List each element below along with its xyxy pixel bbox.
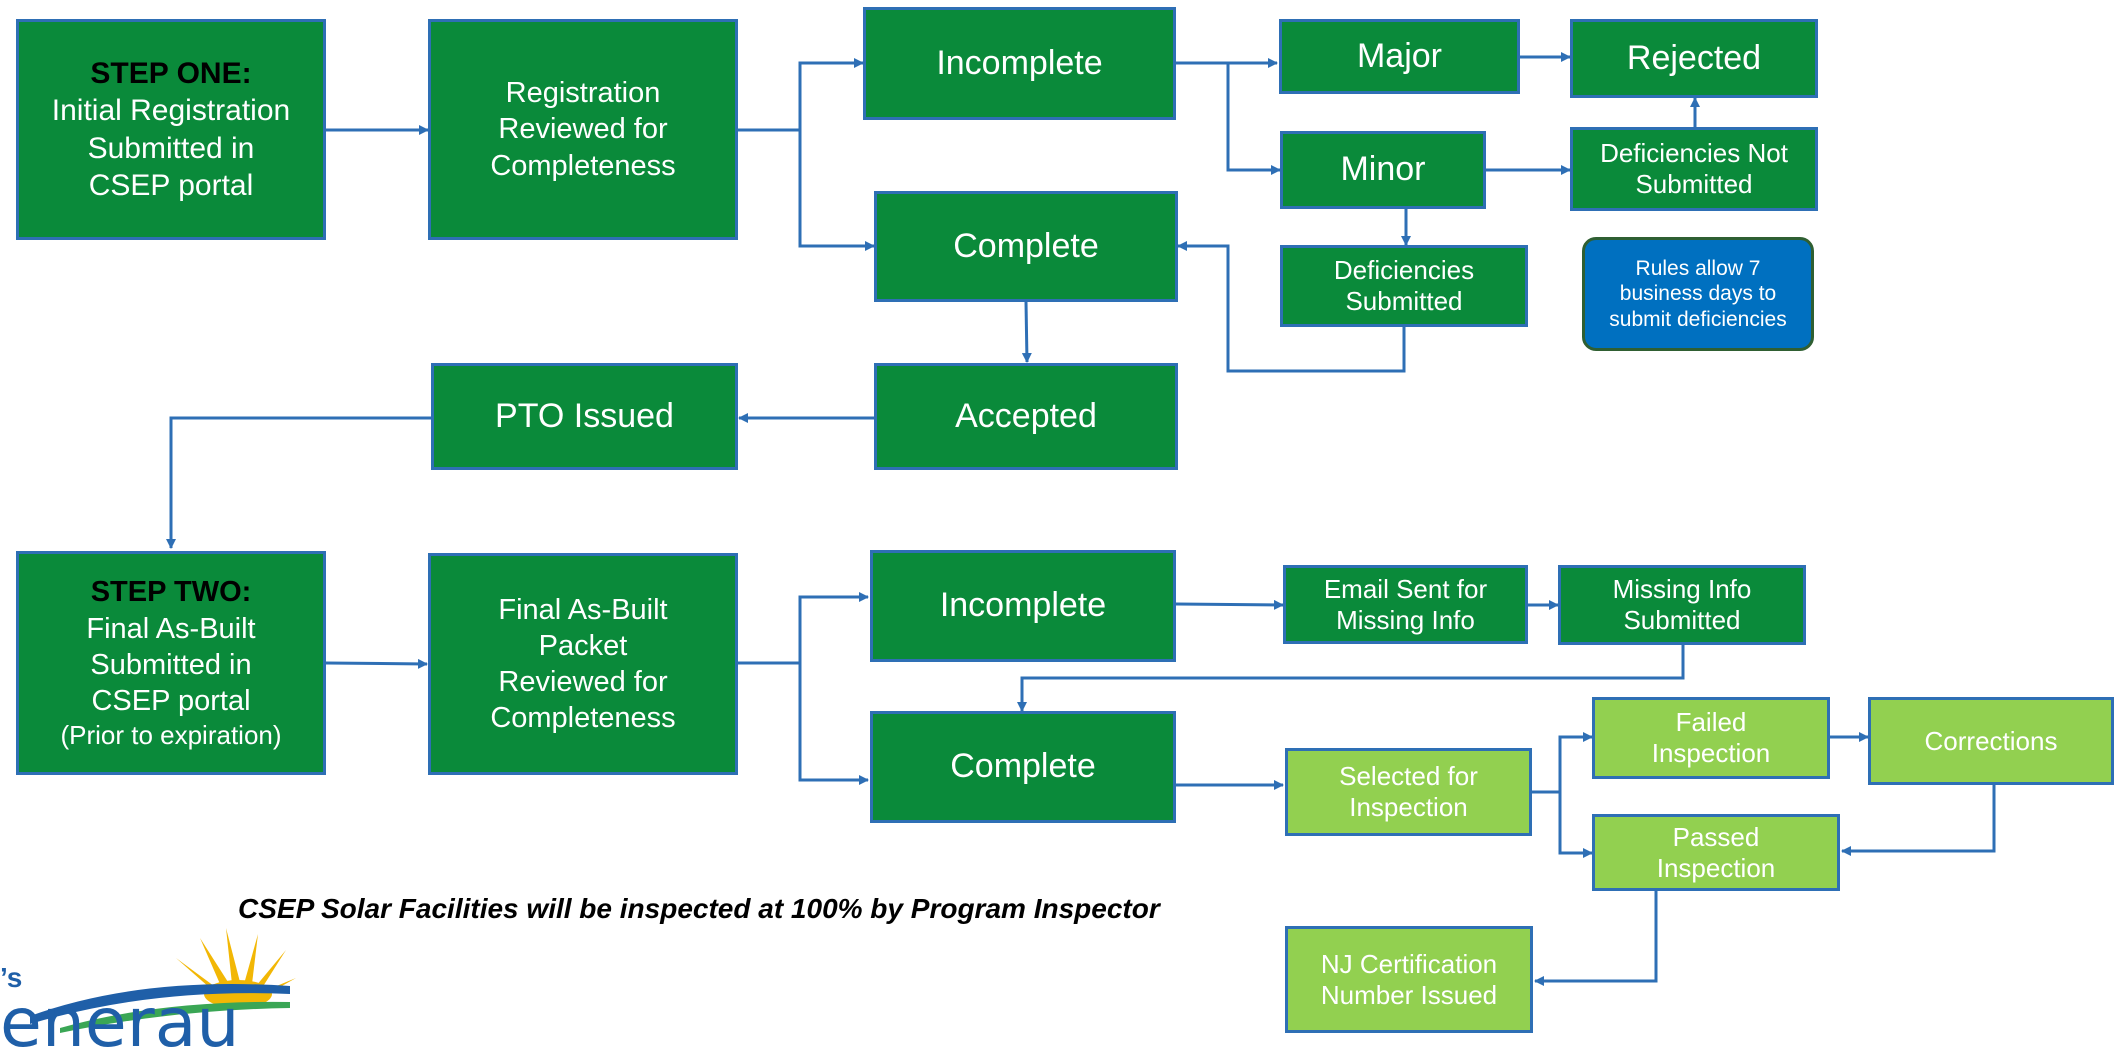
- complete-box-1: Complete: [874, 191, 1178, 302]
- arrow-incomplete2-to-email: [1175, 599, 1284, 610]
- arrow-selected-to-passed: [1558, 792, 1593, 858]
- pto-issued-box: PTO Issued: [431, 363, 738, 470]
- rules-note-box: Rules allow 7 business days to submit de…: [1582, 237, 1814, 351]
- arrow-packet-to-complete2: [798, 663, 869, 785]
- step-two-line-1: Final As-Built: [86, 612, 256, 645]
- arrow-passed-to-certification: [1534, 891, 1658, 986]
- rejected-label: Rejected: [1626, 38, 1762, 77]
- arrow-missinginfo-to-complete2: [1017, 645, 1685, 712]
- deficiencies-not-submitted-box: Deficiencies Not Submitted: [1570, 127, 1818, 211]
- step-two-box: STEP TWO: Final As-Built Submitted in CS…: [16, 551, 326, 775]
- arrow-review-to-incomplete1: [738, 58, 864, 132]
- final-packet-reviewed-box: Final As-Built Packet Reviewed for Compl…: [428, 553, 738, 775]
- complete-label-2: Complete: [950, 747, 1096, 786]
- passed-inspection-label: Passed Inspection: [1656, 821, 1776, 883]
- arrow-selected-to-failed: [1532, 732, 1593, 794]
- incomplete-box-1: Incomplete: [863, 7, 1176, 120]
- major-label: Major: [1356, 36, 1443, 75]
- deficiencies-submitted-box: Deficiencies Submitted: [1280, 245, 1528, 327]
- step-two-line-3: CSEP portal: [91, 685, 251, 717]
- rejected-box: Rejected: [1570, 19, 1818, 98]
- footer-note: CSEP Solar Facilities will be inspected …: [238, 893, 1160, 924]
- missing-info-submitted-label: Missing Info Submitted: [1612, 574, 1752, 635]
- minor-box: Minor: [1280, 131, 1486, 209]
- accepted-box: Accepted: [874, 363, 1178, 470]
- registration-reviewed-label: Registration Reviewed for Completeness: [490, 77, 676, 182]
- arrow-defsub-to-complete1: [1177, 241, 1406, 373]
- failed-inspection-box: Failed Inspection: [1592, 697, 1830, 779]
- complete-label-1: Complete: [953, 226, 1099, 265]
- arrow-pto-to-step2: [166, 416, 431, 549]
- pto-issued-label: PTO Issued: [495, 396, 674, 435]
- corrections-box: Corrections: [1868, 697, 2114, 785]
- arrow-complete1-to-accepted: [1021, 301, 1032, 363]
- step-one-box: STEP ONE: Initial Registration Submitted…: [16, 19, 326, 240]
- registration-reviewed-box: Registration Reviewed for Completeness: [428, 19, 738, 240]
- logo-text-fragment: enerau: [0, 984, 240, 1063]
- logo-sun-waves-icon: [30, 928, 296, 1033]
- arrow-packet-to-incomplete2: [738, 592, 869, 665]
- selected-for-inspection-label: Selected for Inspection: [1339, 761, 1478, 822]
- step-one-line-2: Submitted in: [87, 131, 255, 165]
- step-one-heading: STEP ONE:: [90, 56, 252, 90]
- email-sent-box: Email Sent for Missing Info: [1283, 565, 1528, 644]
- step-two-heading: STEP TWO:: [90, 576, 252, 609]
- logo-apostrophe-fragment: ’s: [0, 962, 23, 993]
- incomplete-box-2: Incomplete: [870, 550, 1176, 662]
- arrow-corrections-to-passed: [1841, 785, 1996, 856]
- failed-inspection-label: Failed Inspection: [1651, 707, 1771, 768]
- deficiencies-submitted-label: Deficiencies Submitted: [1333, 255, 1475, 316]
- deficiencies-not-submitted-label: Deficiencies Not Submitted: [1600, 138, 1788, 199]
- minor-label: Minor: [1340, 150, 1426, 189]
- nj-certification-box: NJ Certification Number Issued: [1285, 926, 1533, 1033]
- missing-info-submitted-box: Missing Info Submitted: [1558, 565, 1806, 645]
- incomplete-label-1: Incomplete: [936, 43, 1103, 82]
- selected-for-inspection-box: Selected for Inspection: [1285, 748, 1532, 836]
- arrow-review-to-complete1: [798, 130, 875, 251]
- nj-certification-label: NJ Certification Number Issued: [1320, 948, 1498, 1010]
- final-packet-reviewed-label: Final As-Built Packet Reviewed for Compl…: [490, 593, 676, 735]
- step-two-line-4: (Prior to expiration): [60, 720, 282, 751]
- arrow-step2-to-packet: [325, 658, 428, 669]
- major-box: Major: [1279, 19, 1520, 94]
- accepted-label: Accepted: [955, 396, 1097, 435]
- incomplete-label-2: Incomplete: [939, 586, 1107, 625]
- email-sent-label: Email Sent for Missing Info: [1323, 573, 1488, 635]
- step-two-line-2: Submitted in: [90, 648, 252, 681]
- flowchart-connectors: [166, 52, 1996, 986]
- step-one-line-3: CSEP portal: [88, 169, 254, 202]
- corrections-label: Corrections: [1924, 725, 2058, 756]
- rules-note-label: Rules allow 7 business days to submit de…: [1609, 256, 1787, 331]
- arrow-incomplete1-to-minor: [1226, 63, 1281, 175]
- complete-box-2: Complete: [870, 711, 1176, 823]
- step-one-line-1: Initial Registration: [51, 94, 291, 127]
- passed-inspection-box: Passed Inspection: [1592, 814, 1840, 891]
